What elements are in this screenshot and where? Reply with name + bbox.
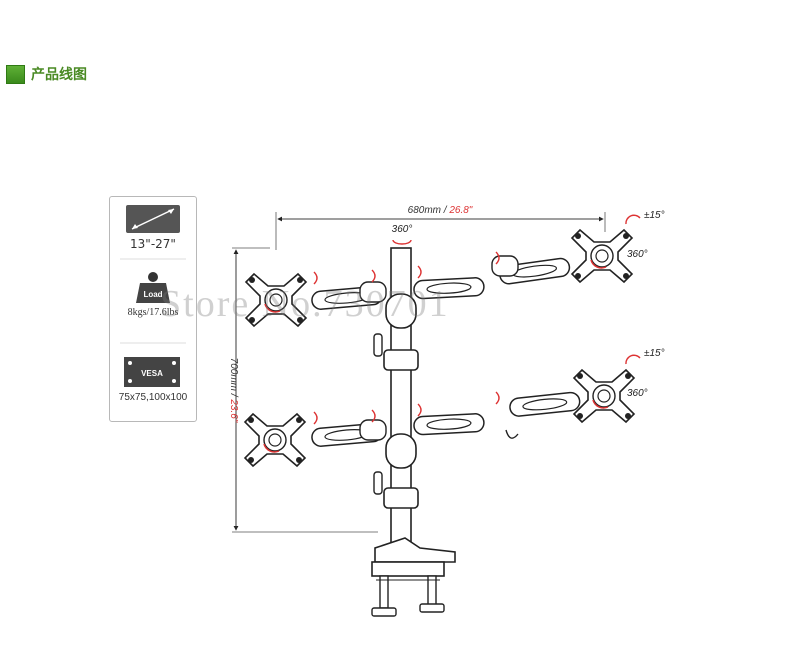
top-left-arm [310, 281, 387, 311]
desk-clamp [371, 537, 456, 617]
width-sep: / [441, 205, 449, 216]
load-weight-icon: Load [136, 272, 170, 303]
vesa-icon-label: VESA [141, 369, 163, 378]
pole-rotate-label: 360° [392, 224, 413, 235]
screen-size-text: 13"-27" [130, 237, 176, 251]
width-in: 26.8" [448, 205, 472, 216]
load-weight-sep: / [146, 307, 150, 318]
svg-text:680mm / 26.8": 680mm / 26.8" [408, 205, 473, 216]
load-weight-kg: 8kgs [127, 307, 147, 318]
top-tilt-label: ±15° [644, 210, 665, 221]
width-mm: 680mm [408, 205, 441, 216]
bottom-right-arm [412, 390, 582, 439]
vesa-sizes-text: 75x75,100x100 [118, 392, 188, 403]
pole-rotate-arrow-icon [392, 239, 412, 245]
load-weight-lbs: 17.6lbs [149, 307, 179, 318]
bottom-rotate-label: 360° [627, 388, 648, 399]
bottom-left-vesa-plate-icon [244, 413, 306, 467]
joint-rotate-arrows-icon [313, 214, 641, 425]
top-rotate-label: 360° [627, 249, 648, 260]
top-right-vesa-plate-icon [571, 229, 633, 283]
height-in: 23.6" [228, 398, 239, 422]
bottom-tilt-label: ±15° [644, 348, 665, 359]
height-sep: / [228, 391, 239, 399]
spec-icons: Load VESA [120, 205, 186, 387]
screen-size-icon [126, 205, 180, 233]
width-dimension: 680mm / 26.8" [275, 205, 606, 250]
load-weight-text: 8kgs/17.6lbs [110, 307, 196, 318]
svg-text:700mm / 23.6": 700mm / 23.6" [228, 358, 239, 423]
vesa-icon: VESA [124, 357, 180, 387]
pole [373, 247, 419, 547]
spec-panel: Load VESA 13"-27" 8kgs/17.6lbs 75x75,100… [109, 196, 197, 422]
store-watermark: Store No.730701 [160, 283, 450, 325]
bottom-right-vesa-plate-icon [573, 369, 635, 423]
height-dimension: 700mm / 23.6" [228, 247, 378, 533]
section-title: 产品线图 [31, 67, 87, 83]
load-icon-label: Load [143, 290, 162, 299]
bottom-left-arm [310, 419, 387, 448]
height-mm: 700mm [228, 358, 239, 391]
green-square-icon [6, 64, 25, 84]
section-header: 产品线图 [6, 63, 87, 85]
